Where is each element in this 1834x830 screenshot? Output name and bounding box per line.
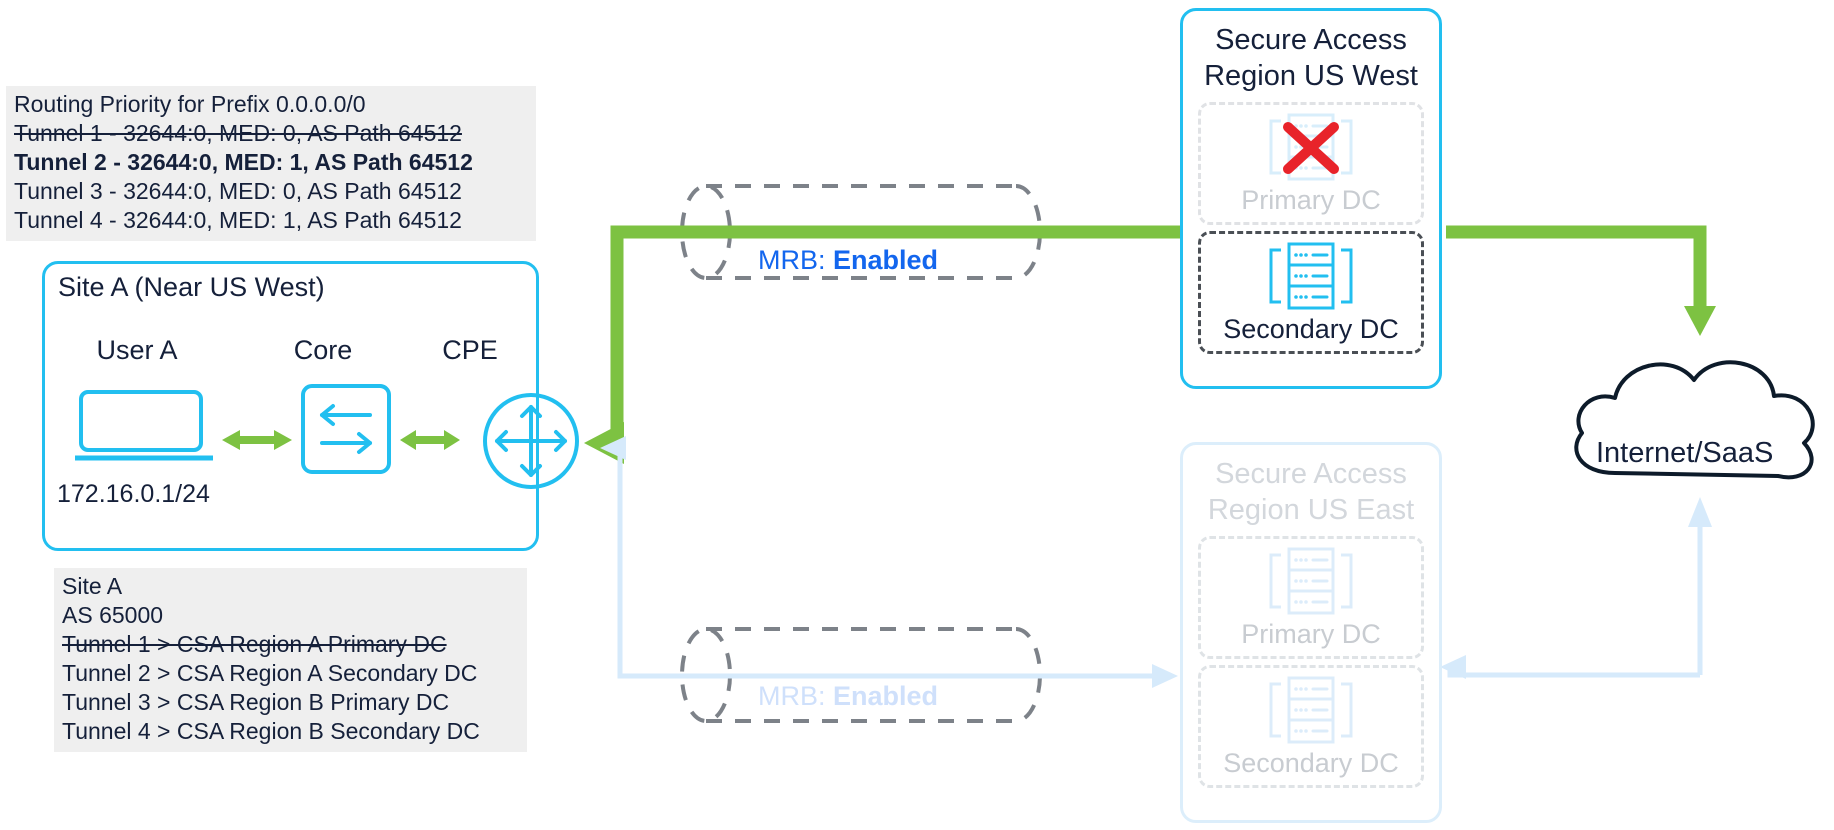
core-label: Core — [293, 335, 353, 365]
region-us-west-title: Secure Access Region US West — [1180, 22, 1442, 94]
cpe-label: CPE — [442, 335, 498, 365]
routing-priority-entry: Tunnel 3 - 32644:0, MED: 0, AS Path 6451… — [14, 178, 462, 204]
region-us-west-primary-dc: Primary DC — [1198, 102, 1424, 225]
region-us-east-primary-dc: Primary DC — [1198, 536, 1424, 659]
routing-priority-entry: Tunnel 2 - 32644:0, MED: 1, AS Path 6451… — [14, 149, 473, 175]
site-a-title: Site A (Near US West) — [58, 272, 325, 302]
arrowhead-standby-up-to-cloud — [1688, 497, 1712, 527]
mrb-value: Enabled — [833, 245, 939, 275]
region-us-east-primary-dc-label: Primary DC — [1241, 619, 1381, 649]
server-icon — [1269, 676, 1353, 744]
red-x-failure-icon — [1283, 122, 1339, 174]
site-panel-as: AS 65000 — [62, 602, 164, 628]
mrb-label-upper: MRB: Enabled — [758, 245, 938, 276]
region-us-west-box — [1180, 8, 1442, 389]
site-panel-tunnel: Tunnel 3 > CSA Region B Primary DC — [62, 689, 450, 715]
internet-saas-cloud — [1560, 338, 1834, 498]
arrowhead-standby-to-cpe — [600, 436, 626, 460]
region-us-west-secondary-dc-label: Secondary DC — [1223, 314, 1399, 344]
core-switch-icon — [300, 383, 392, 475]
region-us-east-title: Secure Access Region US East — [1180, 456, 1442, 528]
region-us-east-title-line2: Region US East — [1207, 494, 1415, 526]
mrb-key: MRB: — [758, 245, 826, 275]
site-panel-tunnel: Tunnel 1 > CSA Region A Primary DC — [62, 631, 447, 657]
region-us-east-title-line1: Secure Access — [1215, 458, 1407, 490]
routing-priority-title: Routing Priority for Prefix 0.0.0.0/0 — [14, 91, 366, 117]
arrowhead-to-cloud — [1684, 306, 1716, 336]
user-a-label: User A — [96, 335, 178, 365]
server-icon — [1269, 242, 1353, 310]
link-core-cpe-arrow — [400, 425, 460, 455]
region-us-west-title-line1: Secure Access — [1215, 24, 1407, 56]
site-panel-tunnel: Tunnel 4 > CSA Region B Secondary DC — [62, 718, 480, 744]
site-a-box — [42, 261, 539, 551]
site-a-info-panel: Site A AS 65000 Tunnel 1 > CSA Region A … — [54, 568, 527, 752]
region-us-east-secondary-dc: Secondary DC — [1198, 665, 1424, 788]
region-us-west-secondary-dc: Secondary DC — [1198, 231, 1424, 354]
routing-priority-entry: Tunnel 4 - 32644:0, MED: 1, AS Path 6451… — [14, 207, 462, 233]
site-panel-name: Site A — [62, 573, 123, 599]
routing-priority-entry: Tunnel 1 - 32644:0, MED: 0, AS Path 6451… — [14, 120, 462, 146]
link-user-core-arrow — [222, 425, 292, 455]
mrb-label-lower: MRB: Enabled — [758, 681, 938, 712]
region-us-west-primary-dc-label: Primary DC — [1241, 185, 1381, 215]
site-panel-tunnel: Tunnel 2 > CSA Region A Secondary DC — [62, 660, 478, 686]
laptop-icon — [73, 388, 218, 466]
mrb-key: MRB: — [758, 681, 826, 711]
routing-priority-panel: Routing Priority for Prefix 0.0.0.0/0 Tu… — [6, 86, 536, 241]
mrb-value: Enabled — [833, 681, 939, 711]
site-a-ip-label: 172.16.0.1/24 — [57, 480, 210, 508]
region-us-east-secondary-dc-label: Secondary DC — [1223, 748, 1399, 778]
server-icon — [1269, 547, 1353, 615]
region-us-west-title-line2: Region US West — [1204, 60, 1418, 92]
region-us-east-box — [1180, 442, 1442, 823]
internet-saas-label: Internet/SaaS — [1596, 437, 1774, 469]
arrowhead-standby-to-us-east — [1152, 664, 1178, 688]
cpe-router-icon — [481, 391, 581, 491]
arrowhead-standby-left — [1440, 655, 1466, 679]
